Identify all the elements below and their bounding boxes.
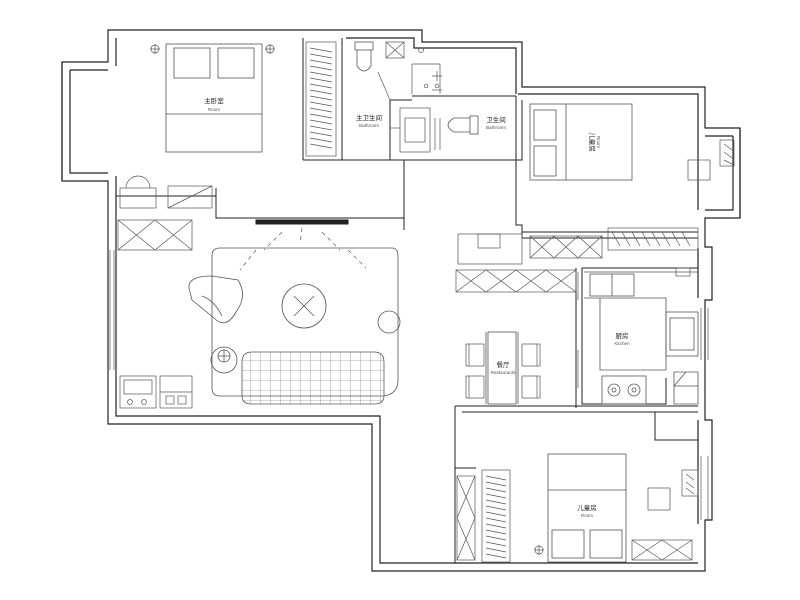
room-label-master-bathroom: 主卫生间 (356, 113, 382, 122)
vanity-icon (119, 175, 213, 209)
rug (211, 247, 399, 397)
room-label-kitchen: 厨房 (616, 331, 629, 340)
room-label-child-room-top: 儿童房 (588, 132, 597, 152)
shower-icon (411, 63, 442, 94)
side-table-icon (210, 310, 401, 374)
kitchen: 厨房 Kitchen (577, 271, 699, 405)
sink-icon (434, 118, 441, 150)
bed-icon (165, 43, 263, 153)
toilet-icon (447, 115, 479, 135)
wardrobe-icon (305, 41, 337, 157)
tv-icon (255, 219, 349, 225)
table-icon (281, 283, 327, 329)
lamp-icon (150, 44, 160, 54)
room-label-dining: 餐厅 (497, 360, 511, 369)
desk-icon (631, 469, 699, 561)
sink-icon (390, 107, 431, 153)
dining-room: 餐厅 Restaurants (455, 269, 577, 405)
appliance-icon (119, 375, 193, 409)
shower-icon (377, 41, 424, 101)
bed-icon (529, 103, 633, 181)
living-room (109, 219, 401, 409)
toilet-icon (354, 41, 374, 72)
counter-icon (584, 271, 699, 371)
cabinet-row (457, 227, 699, 277)
table-icon (485, 331, 519, 405)
window-icon (700, 308, 709, 520)
room-label-master-bedroom-en: Room (208, 107, 220, 112)
stove-icon (601, 375, 647, 405)
child-room-bottom: 儿童房 Room (456, 453, 699, 563)
window-icon (109, 250, 115, 370)
bathroom: 卫生间 Bathroom (411, 63, 506, 150)
room-label-child-room-top-en: Room (596, 136, 601, 148)
lamp-icon (534, 545, 544, 555)
interior-walls (116, 38, 698, 563)
room-label-dining-en: Restaurants (491, 370, 516, 375)
cabinet-icon (455, 269, 577, 293)
cabinet-icon (117, 219, 193, 251)
chair-icon (188, 275, 243, 324)
walls (61, 29, 741, 572)
desk-icon (687, 139, 735, 181)
wardrobe-icon (456, 469, 511, 563)
bed-icon (547, 453, 627, 563)
fridge-icon (673, 371, 699, 405)
child-room-top: 儿童房 Room (529, 103, 735, 181)
room-label-child-room-bottom: 儿童房 (577, 503, 597, 512)
room-label-master-bathroom-en: Bathroom (359, 123, 379, 128)
room-label-bathroom-en: Bathroom (486, 125, 506, 130)
chair-icon (465, 343, 541, 399)
room-label-master-bedroom: 主卧室 (204, 96, 224, 105)
sofa-icon (241, 351, 385, 405)
room-label-child-room-bottom-en: Room (581, 513, 593, 518)
light-rays (239, 227, 367, 271)
master-bedroom: 主卧室 Room (119, 41, 337, 209)
master-bathroom: 主卫生间 Bathroom (354, 41, 431, 153)
room-label-bathroom: 卫生间 (486, 115, 506, 124)
room-label-kitchen-en: Kitchen (614, 341, 630, 346)
lamp-icon (265, 44, 275, 54)
